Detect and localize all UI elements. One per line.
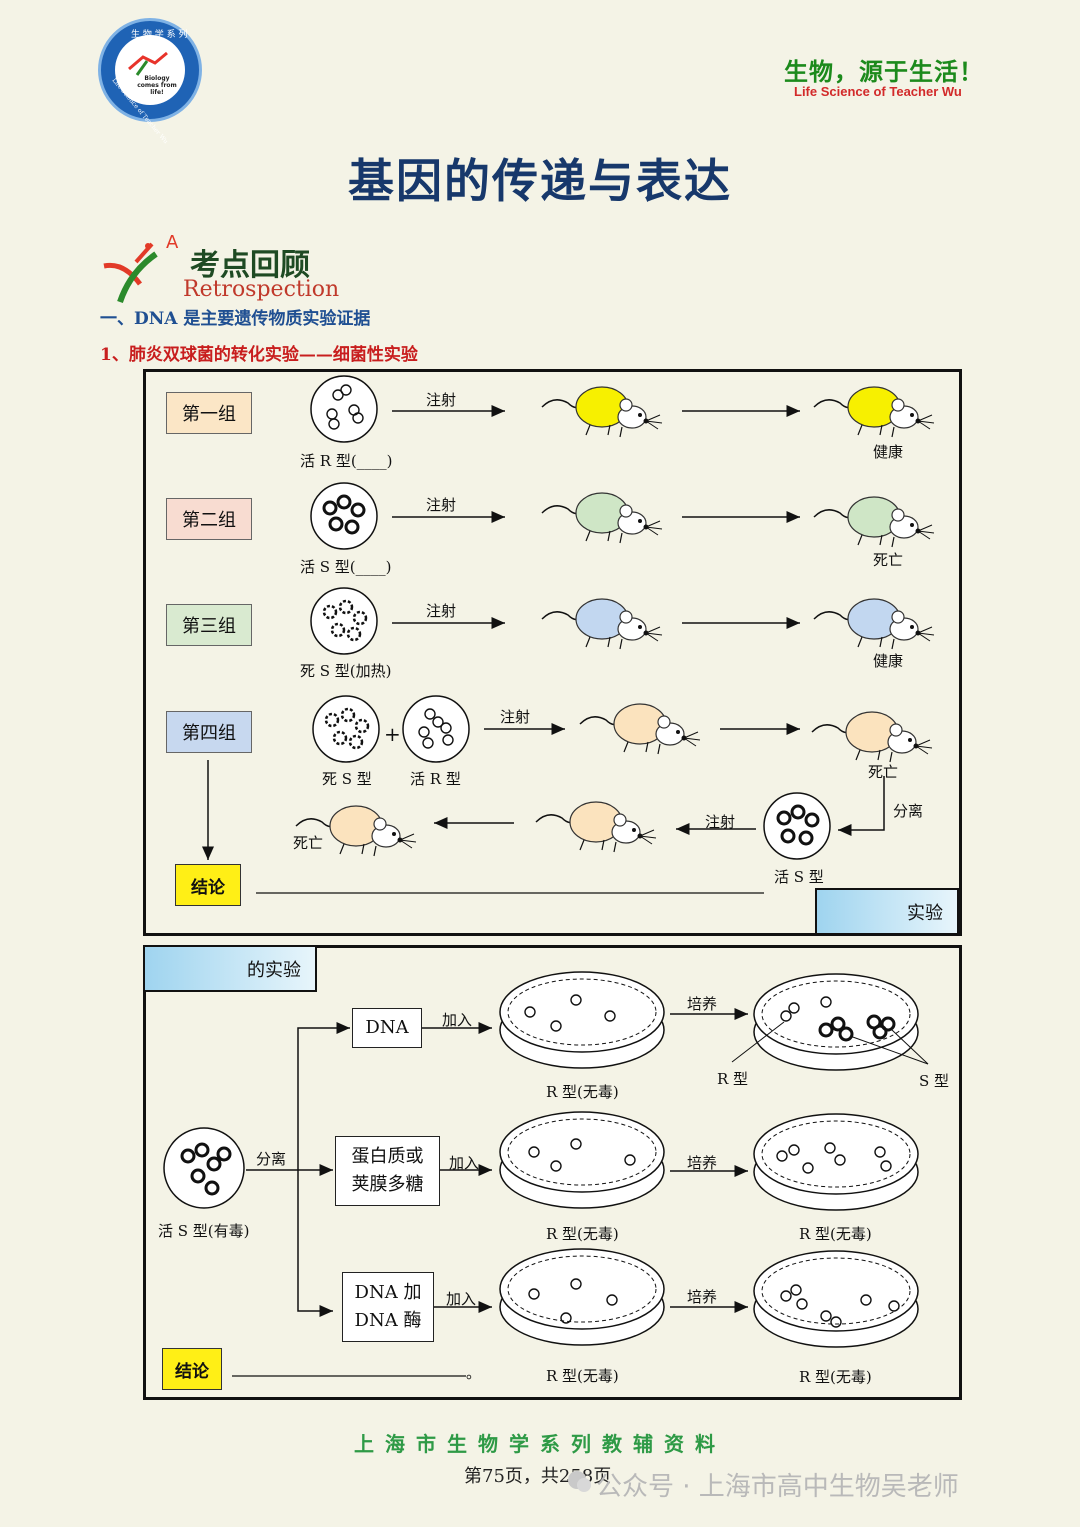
dish-live-r-1 <box>310 375 378 443</box>
dish-dead-s-3 <box>310 587 378 655</box>
mouse-group3-a <box>541 598 663 650</box>
mouse-group4-c <box>535 801 657 853</box>
section-heading: 考点回顾 <box>190 248 310 283</box>
substance-box-dna: DNA <box>352 1008 422 1048</box>
mouse-group4-b <box>811 711 933 763</box>
mouse-group4-a <box>579 703 701 755</box>
add-label-2: 加入 <box>449 1154 480 1172</box>
plate-label-3: R 型(无毒) <box>546 1367 619 1385</box>
inject-label-group3: 注射 <box>426 602 457 620</box>
group-3-label: 第三组 <box>166 604 252 646</box>
plus-sign: + <box>384 722 401 746</box>
dish-label-live-r: 活 R 型 <box>410 770 461 788</box>
slogan-cn: 生物，源于生活！ <box>784 58 984 86</box>
dish-label-group2: 活 S 型(____) <box>300 558 392 576</box>
result-label-group2: 死亡 <box>873 551 904 569</box>
conclusion-label-1: 结论 <box>175 864 241 906</box>
petri-dish-result-2 <box>753 1113 919 1211</box>
runner-icon <box>128 51 168 76</box>
mouse-group1-a <box>541 386 663 438</box>
retrospection-logo-icon: A <box>103 232 179 303</box>
conclusion-end-mark: 。 <box>466 1364 482 1382</box>
dish-label-dead-s: 死 S 型 <box>322 770 372 788</box>
result-label-2: R 型(无毒) <box>799 1225 872 1243</box>
add-label-1: 加入 <box>442 1011 473 1029</box>
mouse-group1-b <box>813 386 935 438</box>
petri-dish-r-1 <box>499 971 665 1069</box>
plate-label-1: R 型(无毒) <box>546 1083 619 1101</box>
group-2-label: 第二组 <box>166 498 252 540</box>
petri-dish-r-3 <box>499 1248 665 1346</box>
logo-center-text: Biology comes from life! <box>137 75 177 96</box>
culture-label-3: 培养 <box>687 1288 718 1306</box>
inject-label-group2: 注射 <box>426 496 457 514</box>
transformation-experiment-panel <box>143 369 962 936</box>
petri-dish-result-1 <box>731 973 929 1071</box>
result-label-s-type: S 型 <box>919 1072 950 1090</box>
substance-box-protein: 蛋白质或 荚膜多糖 <box>335 1136 440 1206</box>
plate-label-2: R 型(无毒) <box>546 1225 619 1243</box>
wechat-icon <box>568 1471 591 1492</box>
section-heading-en: Retrospection <box>183 277 340 302</box>
mouse-group2-b <box>813 496 935 548</box>
separate-label: 分离 <box>893 802 924 820</box>
dish-live-s-2 <box>310 482 378 550</box>
experiment-title: 1、肺炎双球菌的转化实验——细菌性实验 <box>100 345 418 365</box>
culture-label-1: 培养 <box>687 995 718 1013</box>
series-logo: 生 物 学 系 列 Life Science of Teacher Wu Bio… <box>98 18 202 145</box>
separate-label-2: 分离 <box>256 1150 287 1168</box>
result-label-group4: 死亡 <box>868 763 899 781</box>
watermark: 公众号 · 上海市高中生物吴老师 <box>596 1472 959 1502</box>
petri-dish-r-2 <box>499 1111 665 1209</box>
inject-label-return: 注射 <box>705 813 736 831</box>
result-label-3: R 型(无毒) <box>799 1368 872 1386</box>
dead-label-final: 死亡 <box>293 834 324 852</box>
dish-live-r-4 <box>402 695 470 763</box>
dish-label-group3: 死 S 型(加热) <box>300 662 392 680</box>
experiment1-corner-tag: 实验 <box>815 888 959 935</box>
petri-dish-result-3 <box>753 1250 919 1348</box>
mouse-group2-a <box>541 492 663 544</box>
subsection-title: 一、DNA 是主要遗传物质实验证据 <box>100 309 371 329</box>
dish-label-group1: 活 R 型(____) <box>300 452 393 470</box>
slogan-en: Life Science of Teacher Wu <box>794 84 962 99</box>
experiment2-corner-tag: 的实验 <box>143 945 317 992</box>
dish-dead-s-4 <box>312 695 380 763</box>
mouse-group3-b <box>813 598 935 650</box>
substance-box-dna-enzyme: DNA 加 DNA 酶 <box>342 1272 434 1342</box>
inject-label-group4: 注射 <box>500 708 531 726</box>
page-title: 基因的传递与表达 <box>348 154 732 208</box>
conclusion-label-2: 结论 <box>162 1348 222 1390</box>
series-footer: 上海市生物学系列教辅资料 <box>354 1432 726 1456</box>
source-dish-label: 活 S 型(有毒) <box>158 1222 250 1240</box>
live-s-label: 活 S 型 <box>774 868 824 886</box>
group-4-label: 第四组 <box>166 711 252 753</box>
culture-label-2: 培养 <box>687 1154 718 1172</box>
add-label-3: 加入 <box>446 1290 477 1308</box>
inject-label-group1: 注射 <box>426 391 457 409</box>
avery-experiment-panel <box>143 945 962 1400</box>
result-label-group1: 健康 <box>873 443 904 461</box>
group-1-label: 第一组 <box>166 392 252 434</box>
result-label-r-type: R 型 <box>717 1070 749 1088</box>
dish-recovered-live-s <box>763 792 831 860</box>
result-label-group3: 健康 <box>873 652 904 670</box>
svg-text:A: A <box>166 232 179 253</box>
